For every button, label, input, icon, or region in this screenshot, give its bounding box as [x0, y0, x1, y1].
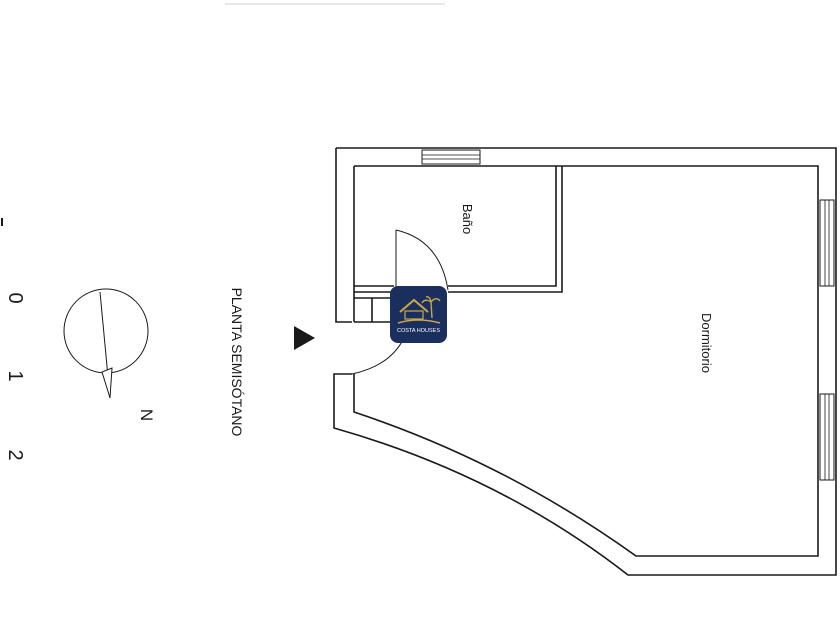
north-compass-icon: [63, 288, 149, 399]
logo-house-icon: [404, 310, 424, 320]
room-label-bedroom: Dormitorio: [699, 313, 714, 373]
corridor-wall: [354, 297, 394, 323]
bath-partition-inner: [448, 166, 563, 293]
floor-title: PLANTA SEMISÓTANO: [229, 288, 245, 437]
top-window: [421, 149, 481, 165]
scale-bar: 0 1 2: [1, 218, 26, 461]
logo-text: COSTA HOUSES: [397, 328, 440, 334]
room-label-bath: Baño: [460, 204, 475, 234]
logo-roof-icon: [399, 298, 429, 313]
bath-partition: [448, 166, 557, 287]
inner-wall: [353, 165, 819, 557]
entrance-door-swing: [351, 337, 405, 375]
bath-door-swing: [395, 229, 449, 291]
scale-tick-2: 2: [4, 449, 26, 460]
outer-wall: [333, 147, 837, 576]
scale-tick-1: 1: [4, 370, 26, 381]
costa-houses-logo: COSTA HOUSES: [390, 286, 447, 343]
outer-wall-top-left: [335, 148, 352, 323]
entrance-arrow-icon: [294, 326, 315, 350]
right-window-lower: [819, 393, 835, 481]
scale-tick-0: 0: [4, 292, 26, 303]
logo-palm-icon: [421, 296, 441, 319]
right-window-upper: [819, 199, 835, 287]
logo-wave-icon: [397, 319, 441, 324]
north-label: N: [137, 409, 156, 421]
